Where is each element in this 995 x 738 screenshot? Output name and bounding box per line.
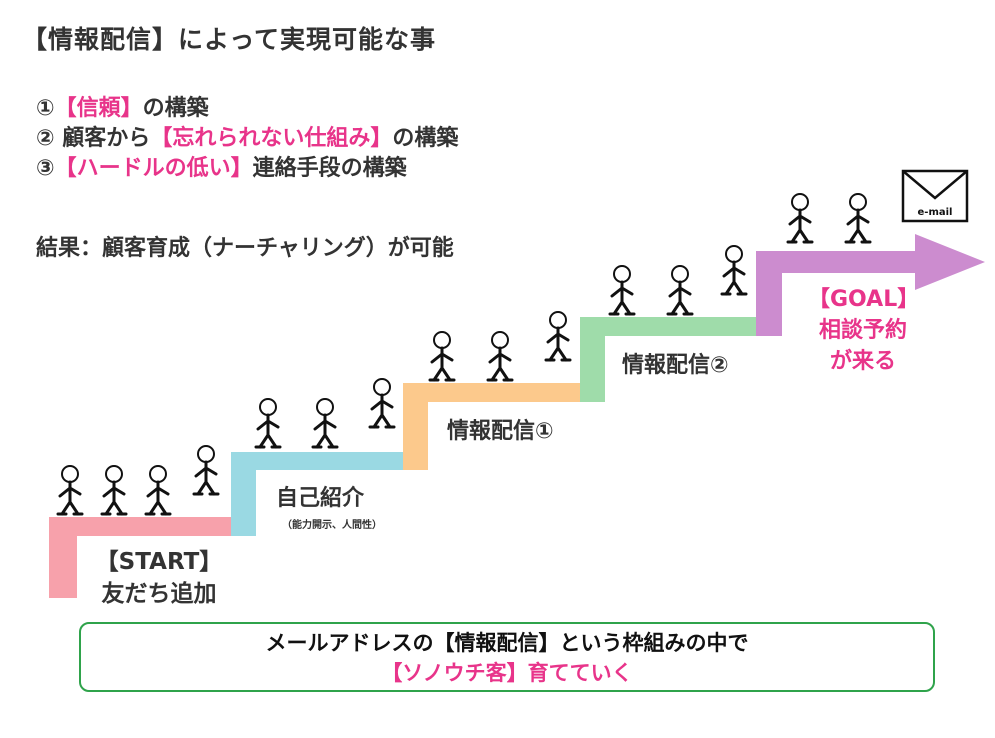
list-item: ③【ハードルの低い】連絡手段の構築 — [36, 156, 407, 181]
stick-figure-icon — [428, 310, 572, 382]
result-text: 結果：顧客育成（ナーチャリング）が可能 — [36, 236, 454, 261]
info1-label: 情報配信① — [447, 419, 554, 444]
email-label: e-mail — [918, 207, 953, 218]
intro-sublabel: （能力開示、人間性） — [282, 520, 382, 531]
step-goal-arrow — [756, 234, 985, 336]
intro-label: 自己紹介 — [276, 486, 365, 511]
stick-figure-icon — [786, 192, 872, 244]
benefit-list: ①【信頼】の構築 ② 顧客から【忘れられない仕組み】の構築 ③【ハードルの低い】… — [36, 94, 458, 184]
stick-figure-icon — [608, 244, 748, 316]
info2-label: 情報配信② — [622, 353, 729, 378]
list-item: ①【信頼】の構築 — [36, 96, 209, 121]
goal-label: 【GOAL】 相談予約 が来る — [808, 287, 920, 374]
list-item: ② 顧客から【忘れられない仕組み】の構築 — [36, 126, 459, 151]
stick-figure-icon — [254, 377, 396, 449]
page-title: 【情報配信】によって実現可能な事 — [22, 25, 437, 54]
envelope-icon: e-mail — [901, 169, 969, 223]
summary-line-2: 【ソノウチ客】育てていく — [381, 661, 633, 685]
start-label: 【START】 友だち追加 — [95, 549, 223, 607]
summary-line-1: メールアドレスの【情報配信】という枠組みの中で — [265, 631, 749, 655]
summary-box: メールアドレスの【情報配信】という枠組みの中で 【ソノウチ客】育てていく — [79, 622, 935, 692]
stick-figure-icon — [56, 444, 220, 516]
